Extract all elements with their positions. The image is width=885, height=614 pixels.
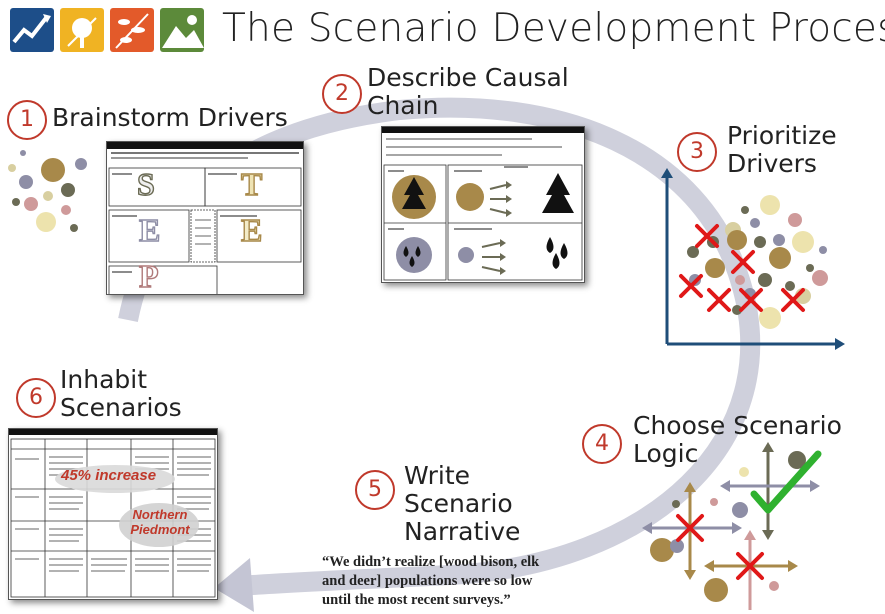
step-3-label-line2: Drivers (727, 149, 817, 178)
steep-e2-letter: E (240, 211, 263, 248)
step-6-number: 6 (16, 378, 56, 418)
steep-p-letter: P (138, 257, 159, 294)
habitat-region-label: Northern Piedmont (127, 507, 193, 537)
step-2-label-line2: Chain (367, 91, 439, 120)
habitat-region-line2: Piedmont (130, 522, 190, 537)
priority-scatter-plot (661, 168, 845, 350)
step-6-label-line2: Scenarios (60, 393, 182, 422)
step-3-number: 3 (677, 132, 717, 172)
inhabit-scenarios-worksheet: 45% increase Northern Piedmont (8, 428, 218, 600)
step-2-number: 2 (322, 74, 362, 114)
step-4-label-line2: Logic (633, 439, 699, 468)
page-title: The Scenario Development Process (222, 6, 885, 51)
scenario-logic-axes (642, 442, 822, 610)
landscape-logo-icon (160, 8, 204, 52)
step-1-label: Brainstorm Drivers (52, 103, 288, 132)
steep-e1-letter: E (138, 211, 161, 248)
causal-chain-worksheet (381, 126, 585, 283)
step-3-label-line1: Prioritize (727, 121, 837, 150)
steep-s-letter: S (136, 165, 155, 202)
step-1-number: 1 (7, 100, 47, 140)
step-4-label-line1: Choose Scenario (633, 411, 842, 440)
step-5-label-line3: Narrative (404, 517, 521, 546)
tree-logo-icon (60, 8, 104, 52)
step-5-label-line2: Scenario (404, 489, 513, 518)
habitat-region-line1: Northern (132, 507, 188, 522)
step-4-number: 4 (582, 424, 622, 464)
steep-t-letter: T (240, 165, 263, 202)
steep-worksheet: S T E E P (106, 141, 304, 297)
leaves-logo-icon (110, 8, 154, 52)
line-chart-logo-icon (10, 8, 54, 52)
step-5-number: 5 (355, 470, 395, 510)
step-6-label-line1: Inhabit (60, 365, 147, 394)
step-5-label-line1: Write (404, 461, 471, 490)
driver-dots (8, 150, 87, 232)
narrative-quote: “We didn’t realize [wood bison, elk and … (322, 554, 540, 608)
habitat-increase-label: 45% increase (61, 467, 157, 484)
step-2-label-line1: Describe Causal (367, 63, 569, 92)
